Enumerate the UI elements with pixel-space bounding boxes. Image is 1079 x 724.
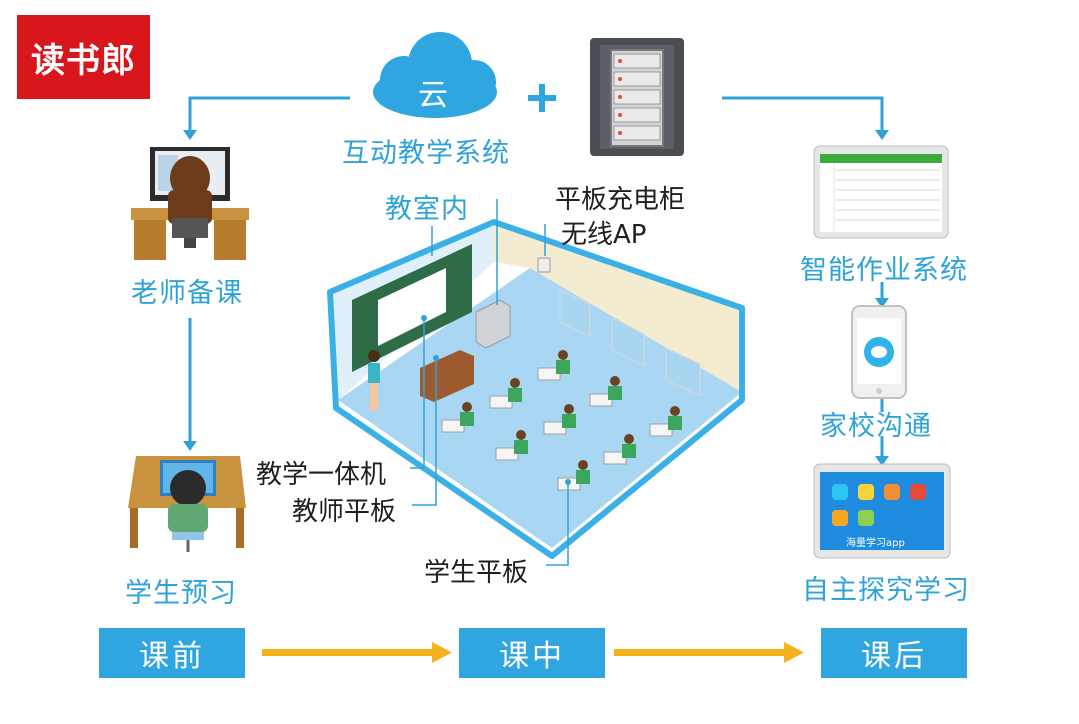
smart-homework-label: 智能作业系统	[800, 255, 968, 286]
cloud-icon	[373, 32, 497, 118]
student-tablet-label: 学生平板	[424, 558, 529, 588]
server-icon	[590, 38, 684, 156]
teacher-prep-label: 老师备课	[131, 278, 243, 309]
homework-tablet-illustration	[813, 145, 949, 239]
classroom-illustration	[327, 219, 745, 559]
wireless-ap-label: 无线AP	[561, 220, 647, 250]
cloud-label: 云	[418, 78, 448, 113]
whiteboard-label: 教学一体机	[256, 460, 387, 490]
phone-illustration	[851, 305, 907, 399]
phase-during-button: 课中	[459, 628, 605, 678]
app-name-label: 海量学习app	[846, 538, 905, 549]
connector-arrowheads	[183, 130, 889, 466]
phase-before-button: 课前	[99, 628, 245, 678]
phase-after-button: 课后	[821, 628, 967, 678]
home-school-label: 家校沟通	[820, 411, 932, 442]
self-study-label: 自主探究学习	[802, 575, 970, 606]
charging-cabinet-label: 平板充电柜	[555, 185, 686, 215]
student-desk-illustration	[128, 456, 246, 552]
callout-dots	[421, 315, 571, 485]
teacher-tablet-label: 教师平板	[292, 497, 397, 527]
plus-icon	[528, 84, 556, 112]
app-tablet-illustration	[813, 463, 951, 559]
system-title: 互动教学系统	[342, 138, 510, 169]
classroom-label: 教室内	[385, 194, 469, 225]
callout-leaders	[410, 199, 569, 566]
brand-logo: 读书郎	[17, 15, 150, 99]
phase-arrows	[262, 642, 804, 663]
connector-lines	[188, 96, 884, 458]
teacher-desk-illustration	[131, 147, 249, 260]
student-preview-label: 学生预习	[125, 578, 237, 609]
